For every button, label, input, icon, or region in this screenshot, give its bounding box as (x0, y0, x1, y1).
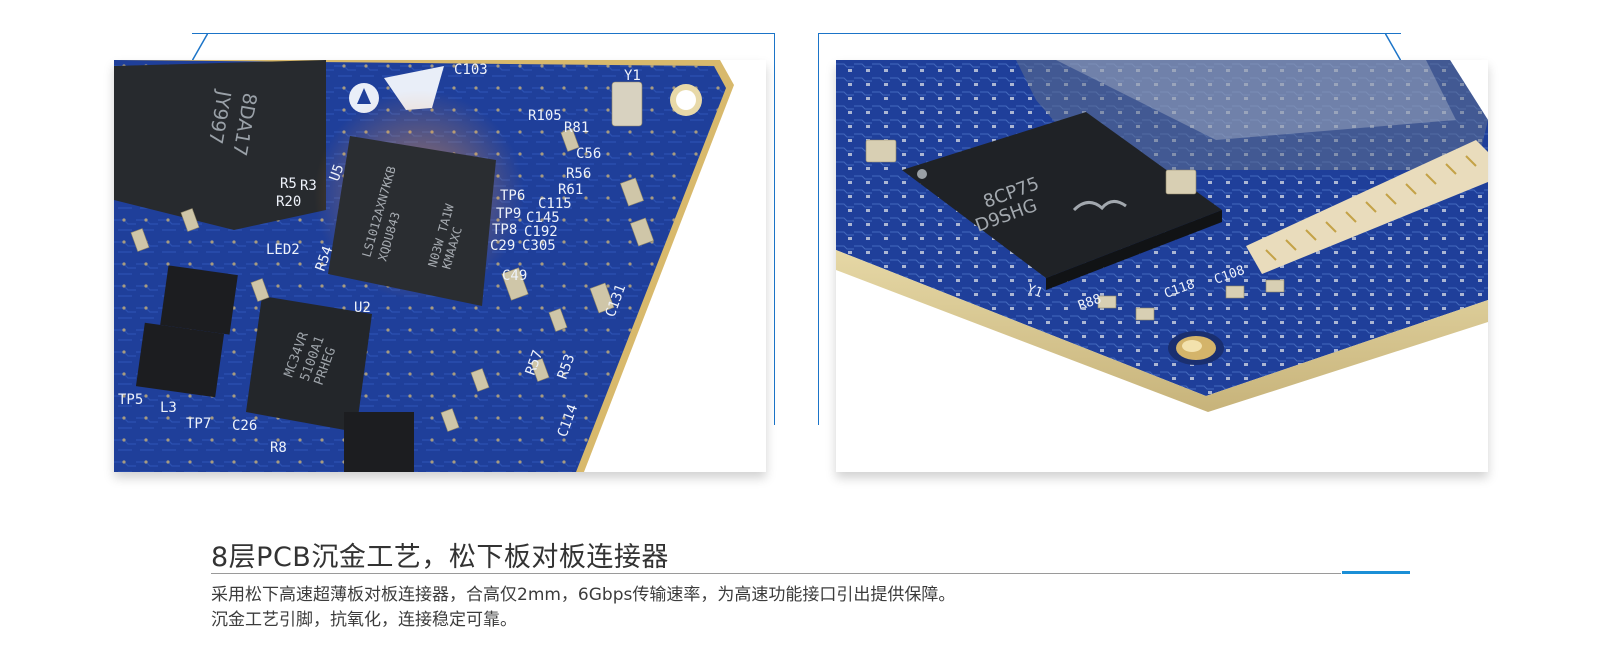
silk-c56: C56 (576, 146, 601, 162)
pcb-top-view-illustration: 8DA17 JY997 LS1012AXN7KKB XQDU843 N03W T… (114, 60, 734, 472)
feature-description: 采用松下高速超薄板对板连接器，合高仅2mm，6Gbps传输速率，为高速功能接口引… (211, 583, 1341, 633)
silk-r3: R3 (300, 178, 317, 194)
silk-r81: R81 (564, 120, 589, 136)
silk-u5: U5 (327, 162, 348, 183)
silk-tp7: TP7 (186, 416, 211, 432)
silk-c26: C26 (232, 418, 257, 434)
silk-c29: C29 (490, 238, 515, 254)
left-photo-frame (192, 33, 775, 425)
silk-tp6: TP6 (500, 188, 525, 204)
title-divider (211, 573, 1341, 574)
pcb-photo-right: 8CP75 D9SHG (836, 60, 1488, 472)
right-silk-y1: Y1 (1025, 282, 1045, 301)
description-line-2: 沉金工艺引脚，抗氧化，连接稳定可靠。 (211, 610, 517, 630)
feature-title: 8层PCB沉金工艺，松下板对板连接器 (211, 542, 669, 573)
right-photo-frame (818, 33, 1401, 425)
pcb-photo-left: 8DA17 JY997 LS1012AXN7KKB XQDU843 N03W T… (114, 60, 766, 472)
silk-tp8: TP8 (492, 222, 517, 238)
silk-r105: R105 (528, 108, 562, 124)
silk-c305: C305 (522, 238, 556, 254)
silk-r61: R61 (558, 182, 583, 198)
silk-tp9: TP9 (496, 206, 521, 222)
silk-y1: Y1 (624, 68, 641, 84)
silk-u2: U2 (354, 300, 371, 316)
silk-r5: R5 (280, 176, 297, 192)
left-silkscreen-labels: C103 Y1 R105 R81 C56 R56 R61 C115 TP6 C1… (118, 62, 641, 456)
silk-tp5: TP5 (118, 392, 143, 408)
silk-c192: C192 (524, 224, 558, 240)
left-frame-corner (192, 33, 208, 61)
silk-led2: LED2 (266, 242, 300, 258)
silk-r8: R8 (270, 440, 287, 456)
silk-c103: C103 (454, 62, 488, 78)
silk-c49: C49 (502, 268, 527, 284)
silk-c115: C115 (538, 196, 572, 212)
silk-c145: C145 (526, 210, 560, 226)
silk-l3: L3 (160, 400, 177, 416)
silk-r56: R56 (566, 166, 591, 182)
silk-r20: R20 (276, 194, 301, 210)
pcb-angled-view-illustration: 8CP75 D9SHG (836, 60, 1488, 412)
right-frame-corner (1385, 33, 1401, 61)
description-line-1: 采用松下高速超薄板对板连接器，合高仅2mm，6Gbps传输速率，为高速功能接口引… (211, 585, 956, 605)
title-accent-bar (1342, 571, 1410, 574)
